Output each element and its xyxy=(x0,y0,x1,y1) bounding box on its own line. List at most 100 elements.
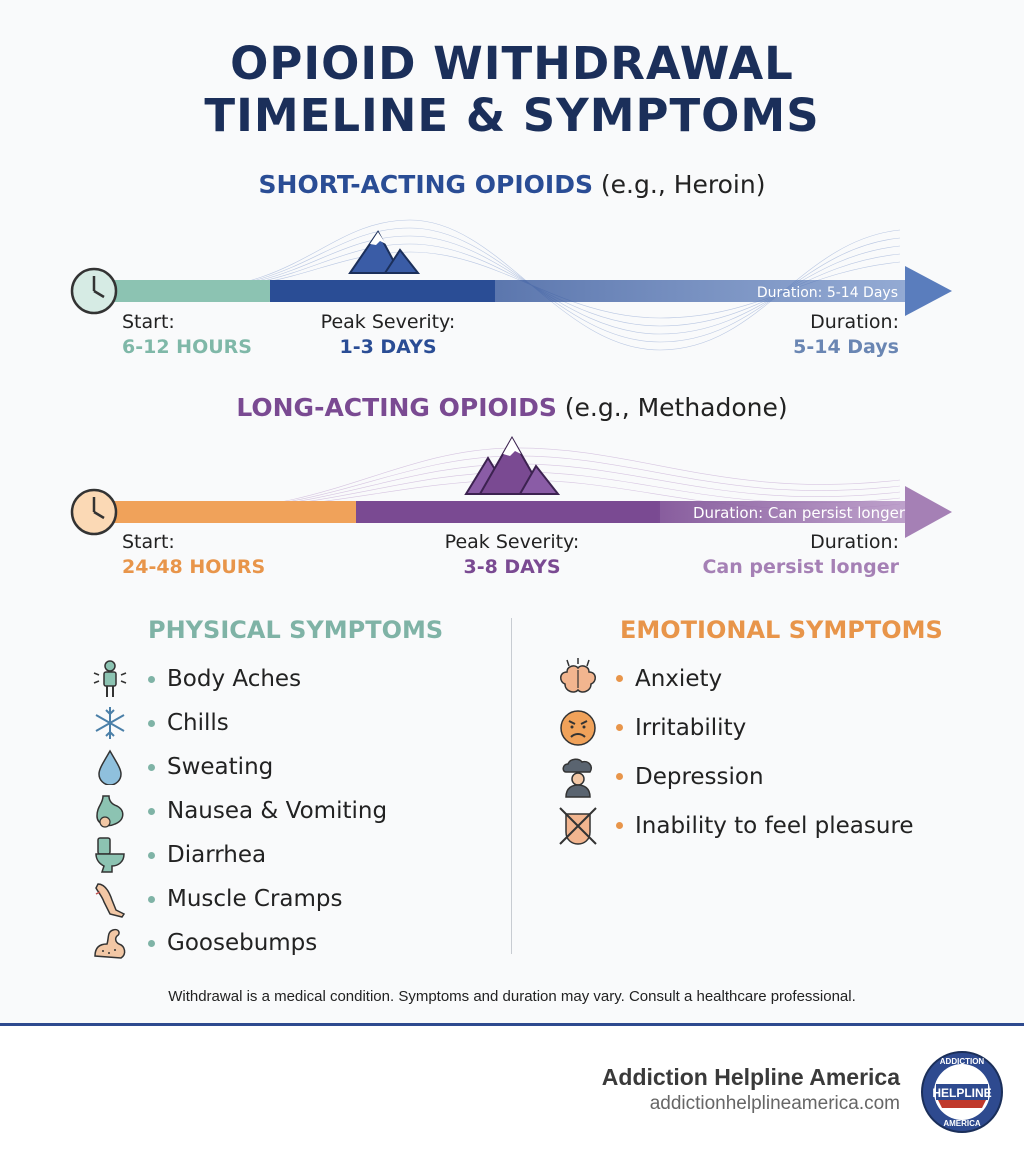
long-acting-title: LONG-ACTING OPIOIDS xyxy=(236,393,557,422)
leg-cramp-icon xyxy=(88,879,132,919)
logo-text-bottom: AMERICA xyxy=(943,1119,981,1128)
bullet xyxy=(148,763,155,771)
mountain-icon xyxy=(348,230,421,274)
short-duration: Duration: 5-14 Days xyxy=(793,310,899,360)
clock-icon xyxy=(70,267,118,315)
symptom-label: Inability to feel pleasure xyxy=(635,812,914,839)
short-duration-value: 5-14 Days xyxy=(793,336,899,358)
logo-text-mid: HELPLINE xyxy=(932,1086,991,1100)
short-duration-label: Duration: xyxy=(810,311,899,333)
long-start-value: 24-48 HOURS xyxy=(122,556,266,578)
short-acting-title: SHORT-ACTING OPIOIDS xyxy=(258,170,593,199)
symptom-label: Goosebumps xyxy=(167,930,318,956)
snowflake-icon xyxy=(88,703,132,743)
symptom-label: Nausea & Vomiting xyxy=(167,798,388,824)
logo-badge: HELPLINE ADDICTION AMERICA xyxy=(921,1051,1003,1133)
clock-icon xyxy=(70,488,118,536)
list-item: Chills xyxy=(88,701,387,745)
org-url[interactable]: addictionhelplineamerica.com xyxy=(649,1093,900,1114)
footer-divider xyxy=(0,1023,1024,1026)
list-item: Body Aches xyxy=(88,657,387,701)
bullet xyxy=(616,822,623,829)
bullet xyxy=(148,895,155,903)
brain-icon xyxy=(556,657,600,699)
emotional-symptoms-list: Anxiety Irritability Depression Inabilit… xyxy=(556,654,914,850)
column-divider xyxy=(511,618,512,954)
physical-symptoms-list: Body Aches Chills Sweating Nausea & Vomi… xyxy=(88,657,387,965)
long-start-segment xyxy=(100,501,366,523)
short-peak-segment xyxy=(270,280,495,302)
long-peak: Peak Severity: 3-8 DAYS xyxy=(420,530,604,580)
long-peak-value: 3-8 DAYS xyxy=(463,556,561,578)
long-acting-timeline: Duration: Can persist longer xyxy=(70,435,952,538)
bullet xyxy=(148,675,155,683)
long-peak-label: Peak Severity: xyxy=(444,531,580,553)
physical-symptoms-heading: PHYSICAL SYMPTOMS xyxy=(148,616,444,644)
list-item: Irritability xyxy=(556,703,914,752)
rain-cloud-person-icon xyxy=(556,757,600,798)
long-start: Start: 24-48 HOURS xyxy=(122,530,265,580)
title-line-2: TIMELINE & SYMPTOMS xyxy=(204,89,820,142)
stomach-icon xyxy=(88,791,132,831)
long-duration-value: Can persist longer xyxy=(702,556,899,578)
bullet xyxy=(616,773,623,780)
list-item: Diarrhea xyxy=(88,833,387,877)
page-title: OPIOID WITHDRAWAL TIMELINE & SYMPTOMS xyxy=(0,38,1024,142)
title-line-1: OPIOID WITHDRAWAL xyxy=(230,37,794,90)
short-bar-text: Duration: 5-14 Days xyxy=(757,285,898,301)
list-item: Depression xyxy=(556,752,914,801)
bullet xyxy=(616,724,623,731)
long-wave-lines xyxy=(199,447,901,511)
body-aches-icon xyxy=(88,659,132,699)
mountain-icon xyxy=(464,435,561,495)
list-item: Goosebumps xyxy=(88,921,387,965)
symptom-label: Diarrhea xyxy=(167,842,267,868)
symptom-label: Muscle Cramps xyxy=(167,886,343,912)
long-arrow-head xyxy=(905,486,952,538)
bullet xyxy=(148,851,155,859)
short-start-segment xyxy=(100,280,280,302)
symptom-label: Irritability xyxy=(635,714,747,741)
arm-icon xyxy=(88,923,132,963)
list-item: Inability to feel pleasure xyxy=(556,801,914,850)
short-start-value: 6-12 HOURS xyxy=(122,336,252,358)
footer xyxy=(0,1026,1024,1154)
list-item: Sweating xyxy=(88,745,387,789)
symptom-label: Sweating xyxy=(167,754,274,780)
long-duration-label: Duration: xyxy=(810,531,899,553)
angry-face-icon xyxy=(556,708,600,748)
disclaimer: Withdrawal is a medical condition. Sympt… xyxy=(168,988,856,1005)
toilet-icon xyxy=(88,835,132,875)
symptom-label: Depression xyxy=(635,763,764,790)
short-duration-segment xyxy=(490,280,910,302)
symptom-label: Chills xyxy=(167,710,229,736)
long-acting-heading: LONG-ACTING OPIOIDS (e.g., Methadone) xyxy=(0,393,1024,422)
short-peak-value: 1-3 DAYS xyxy=(339,336,437,358)
symptom-label: Anxiety xyxy=(635,665,723,692)
short-acting-timeline: Duration: 5-14 Days xyxy=(70,219,952,351)
bullet xyxy=(148,807,155,815)
crossed-face-icon xyxy=(556,806,600,846)
logo-text-top: ADDICTION xyxy=(940,1057,985,1066)
emotional-symptoms-heading: EMOTIONAL SYMPTOMS xyxy=(620,616,943,644)
short-peak-label: Peak Severity: xyxy=(320,311,456,333)
long-duration-segment xyxy=(655,501,910,523)
bullet xyxy=(616,675,623,682)
org-name: Addiction Helpline America xyxy=(601,1064,900,1090)
long-peak-segment xyxy=(356,501,660,523)
long-bar-text: Duration: Can persist longer xyxy=(693,504,906,522)
short-peak: Peak Severity: 1-3 DAYS xyxy=(308,310,468,360)
long-duration: Duration: Can persist longer xyxy=(702,530,899,580)
short-acting-example: (e.g., Heroin) xyxy=(600,170,766,199)
list-item: Anxiety xyxy=(556,654,914,703)
short-arrow-head xyxy=(905,266,952,316)
bullet xyxy=(148,939,155,947)
long-start-label: Start: xyxy=(122,531,175,553)
list-item: Nausea & Vomiting xyxy=(88,789,387,833)
list-item: Muscle Cramps xyxy=(88,877,387,921)
short-start: Start: 6-12 HOURS xyxy=(122,310,252,360)
bullet xyxy=(148,719,155,727)
short-start-label: Start: xyxy=(122,311,175,333)
short-acting-heading: SHORT-ACTING OPIOIDS (e.g., Heroin) xyxy=(0,170,1024,199)
org-info: Addiction Helpline America addictionhelp… xyxy=(602,1064,900,1115)
